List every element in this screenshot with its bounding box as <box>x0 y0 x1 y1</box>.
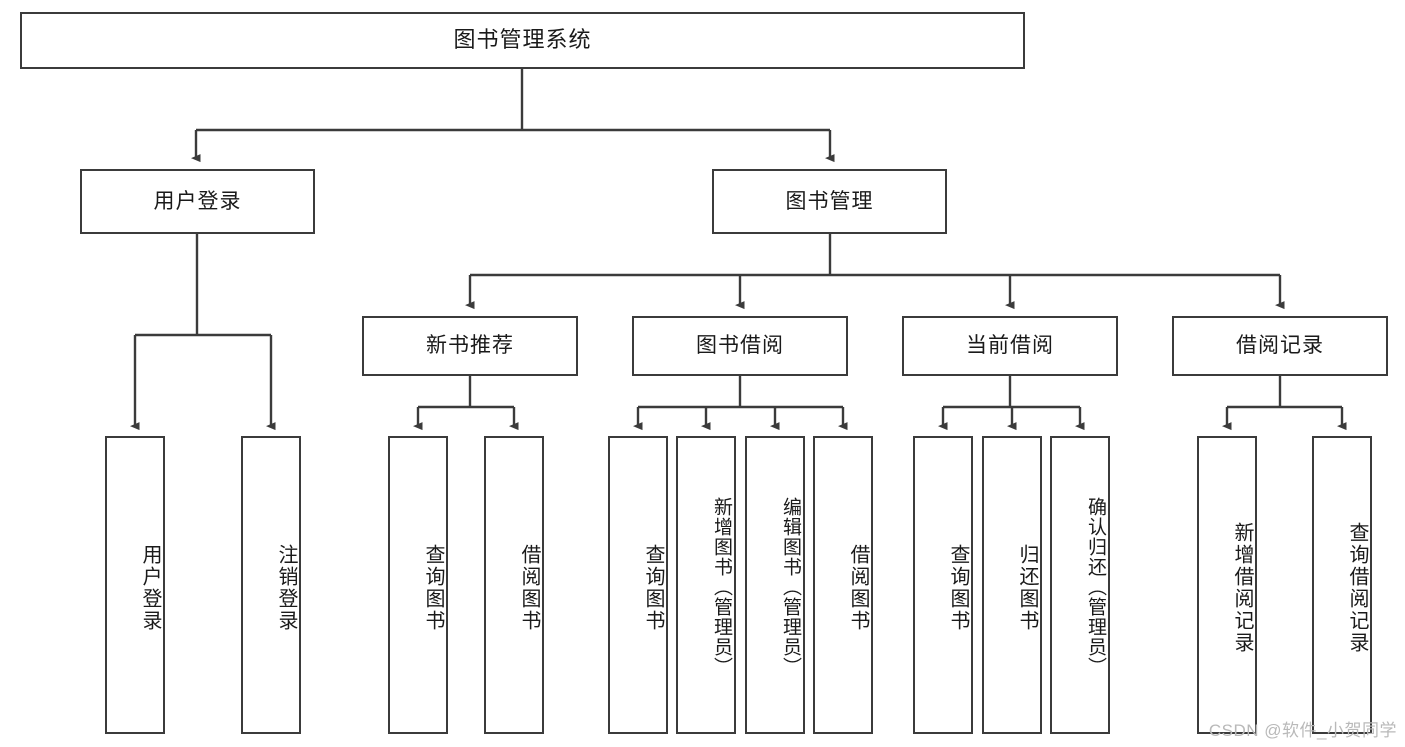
node-label: 编辑图书（管理员） <box>780 496 801 677</box>
leaf-borrow-add-book-admin[interactable]: 新增图书（管理员） <box>676 436 736 734</box>
node-label: 用户登录 <box>153 189 242 213</box>
node-label: 借阅图书 <box>518 544 540 632</box>
node-label: 新书推荐 <box>426 334 514 358</box>
node-label: 新增图书（管理员） <box>711 496 732 677</box>
node-label: 用户登录 <box>139 544 161 632</box>
node-book-borrowing[interactable]: 图书借阅 <box>632 316 848 376</box>
leaf-current-query-book[interactable]: 查询图书 <box>913 436 973 734</box>
node-label: 当前借阅 <box>966 334 1054 358</box>
leaf-borrow-query-book[interactable]: 查询图书 <box>608 436 668 734</box>
leaf-current-return-book[interactable]: 归还图书 <box>982 436 1042 734</box>
leaf-borrow-borrow-book[interactable]: 借阅图书 <box>813 436 873 734</box>
leaf-current-confirm-return-admin[interactable]: 确认归还（管理员） <box>1050 436 1110 734</box>
node-borrowing-records[interactable]: 借阅记录 <box>1172 316 1388 376</box>
leaf-record-add-borrow-record[interactable]: 新增借阅记录 <box>1197 436 1257 734</box>
node-book-management[interactable]: 图书管理 <box>712 169 947 234</box>
node-label: 图书管理系统 <box>453 27 592 53</box>
leaf-record-query-borrow-record[interactable]: 查询借阅记录 <box>1312 436 1372 734</box>
leaf-user-login-signout[interactable]: 注销登录 <box>241 436 301 734</box>
node-label: 新增借阅记录 <box>1231 522 1253 654</box>
node-label: 图书借阅 <box>696 334 784 358</box>
leaf-user-login-signin[interactable]: 用户登录 <box>105 436 165 734</box>
node-current-borrowing[interactable]: 当前借阅 <box>902 316 1118 376</box>
leaf-new-book-borrow[interactable]: 借阅图书 <box>484 436 544 734</box>
node-root-book-management-system[interactable]: 图书管理系统 <box>20 12 1025 69</box>
node-label: 图书管理 <box>785 189 874 213</box>
node-label: 注销登录 <box>275 544 297 632</box>
node-label: 查询借阅记录 <box>1346 522 1368 654</box>
node-user-login[interactable]: 用户登录 <box>80 169 315 234</box>
node-label: 查询图书 <box>947 544 969 632</box>
node-label: 查询图书 <box>642 544 664 632</box>
node-label: 归还图书 <box>1016 544 1038 632</box>
node-label: 确认归还（管理员） <box>1085 496 1106 677</box>
leaf-borrow-edit-book-admin[interactable]: 编辑图书（管理员） <box>745 436 805 734</box>
node-label: 借阅图书 <box>847 544 869 632</box>
node-new-book-recommendation[interactable]: 新书推荐 <box>362 316 578 376</box>
node-label: 查询图书 <box>422 544 444 632</box>
leaf-new-book-query[interactable]: 查询图书 <box>388 436 448 734</box>
node-label: 借阅记录 <box>1236 334 1324 358</box>
csdn-watermark: CSDN @软件_小贺同学 <box>1208 721 1397 740</box>
